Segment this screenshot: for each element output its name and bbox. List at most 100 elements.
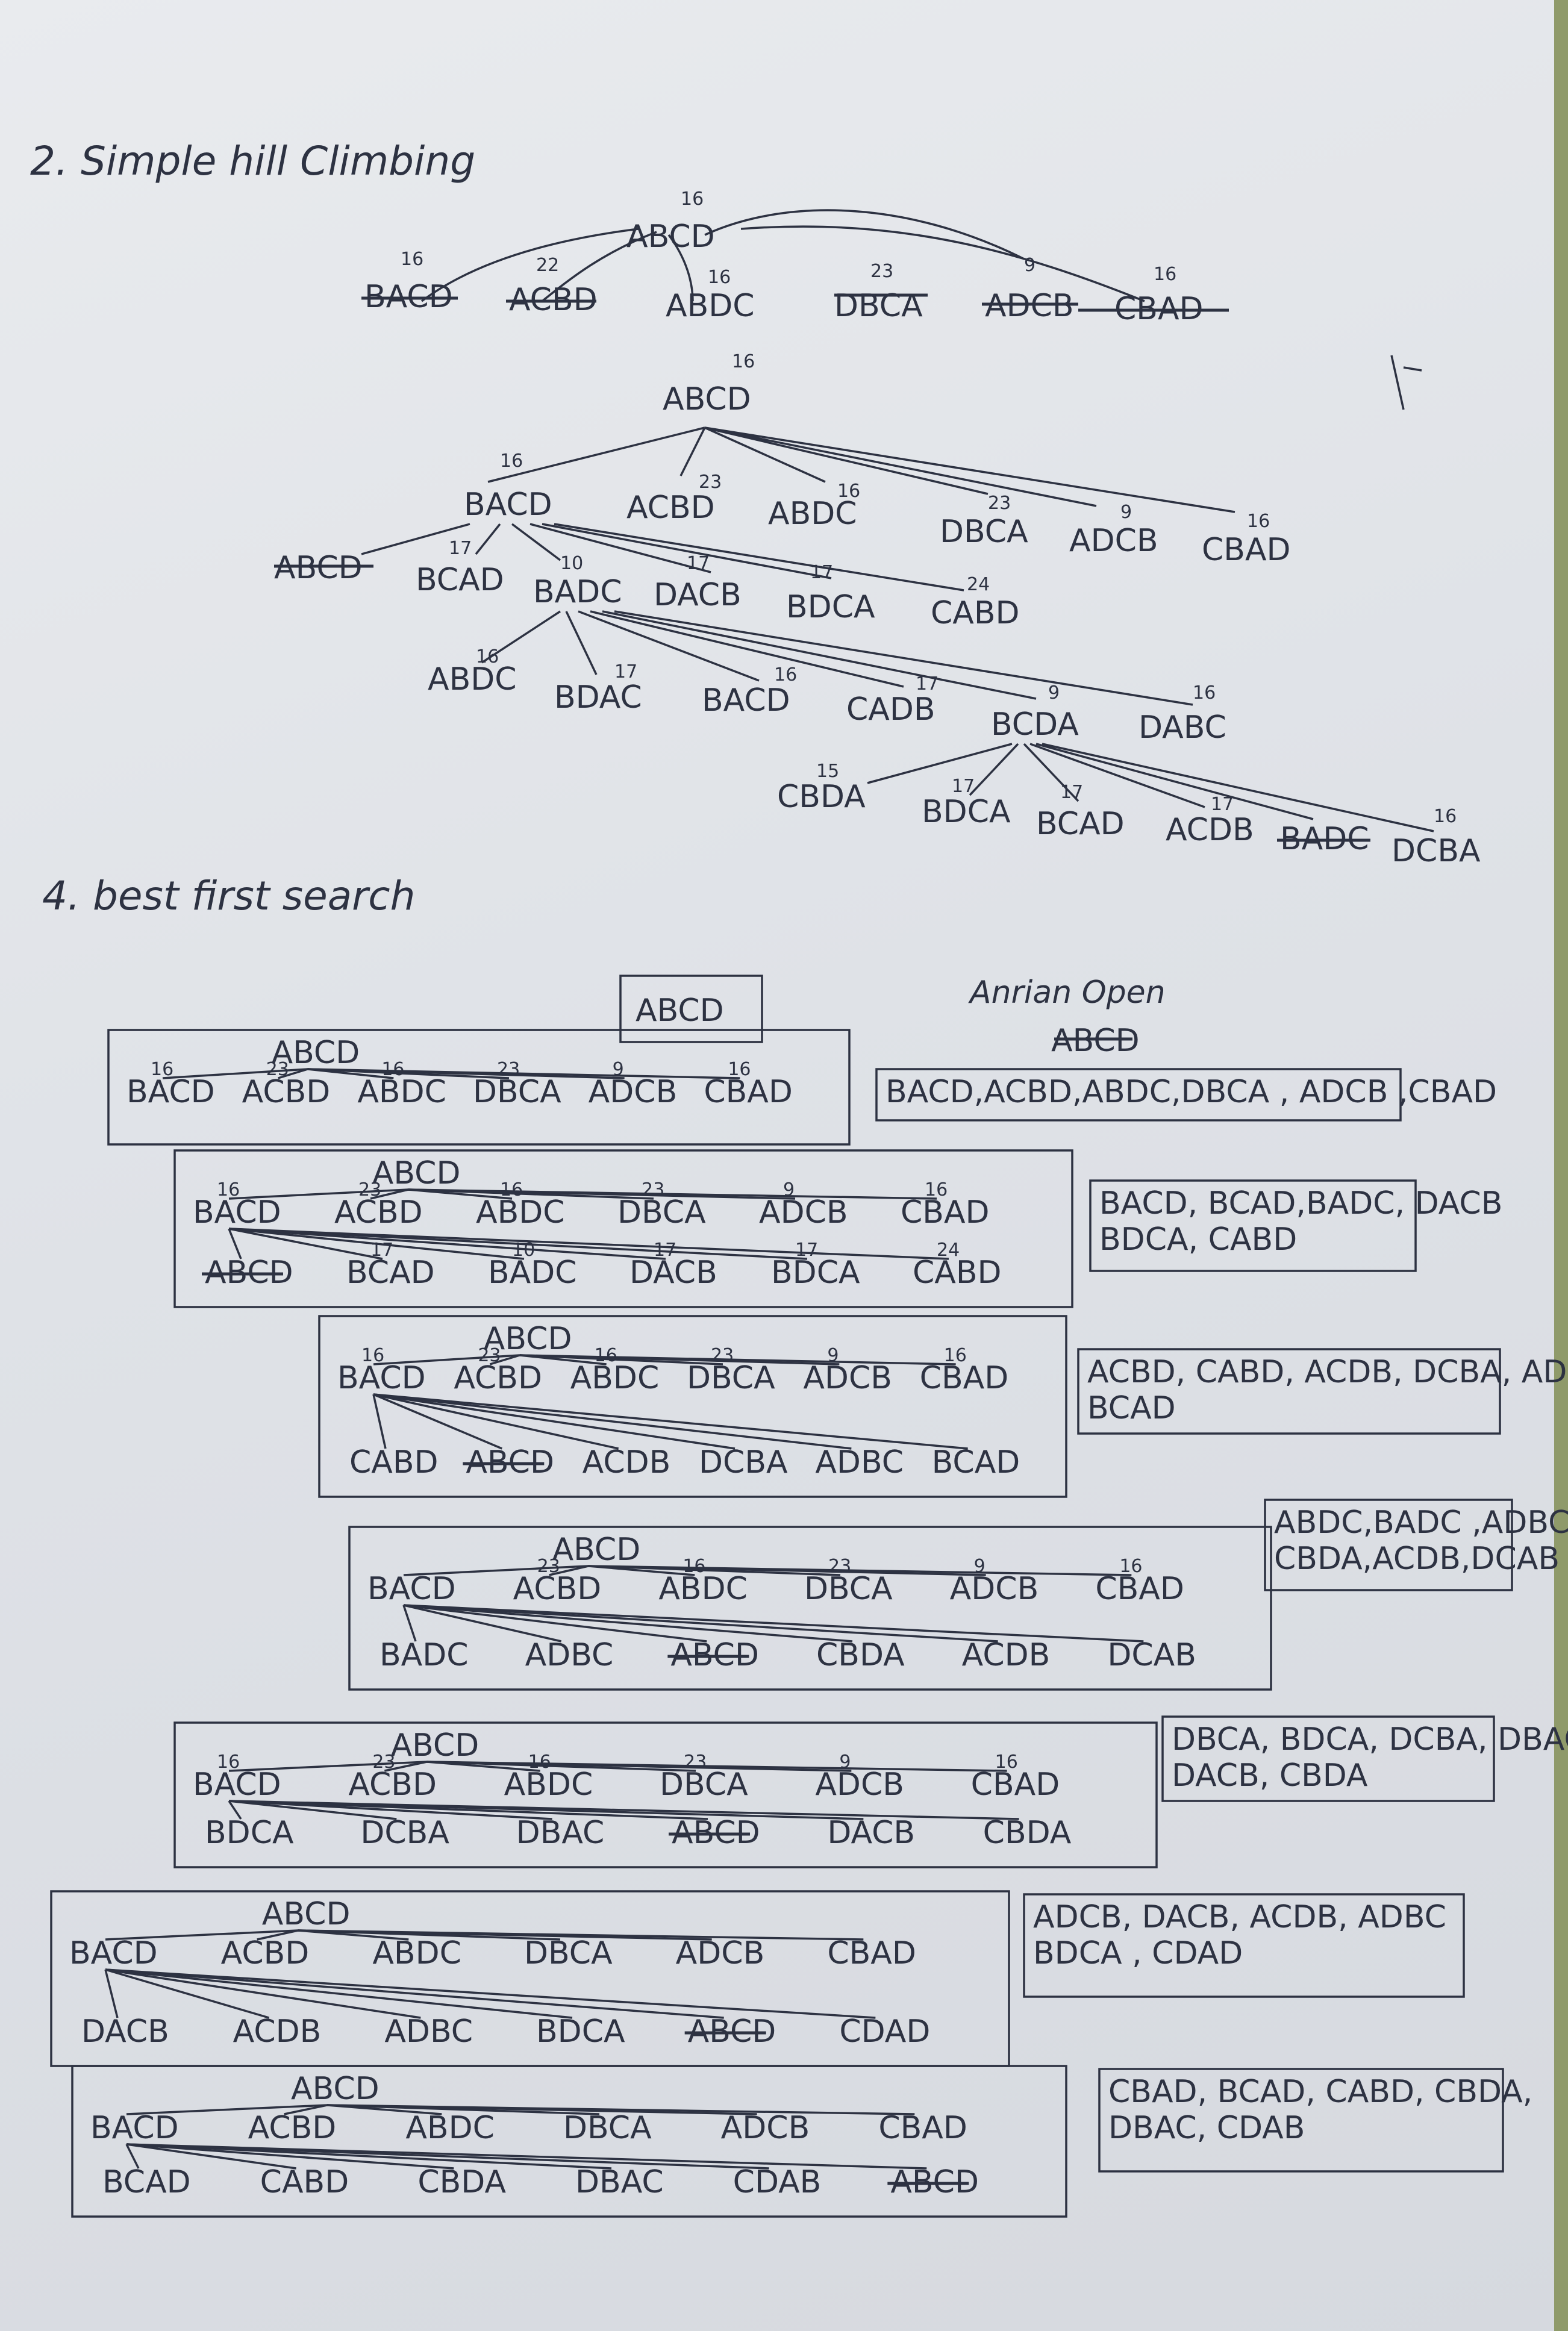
score-label: 16 <box>1193 682 1216 704</box>
node-label: ABCD <box>274 550 363 586</box>
hc-row0: 16 ABCD 16 BACD 22 ACBD 16 ABDC 23 DBCA … <box>361 189 1229 327</box>
bfs-step-box <box>71 2065 1067 2218</box>
bfs-root: ABCD <box>272 1035 360 1071</box>
bfs-node: ADBC <box>815 1444 904 1481</box>
bfs-node: CBAD <box>827 1935 916 1971</box>
bfs-step-box <box>318 1315 1067 1498</box>
open-list-text: BDCA , CDAD <box>1033 1935 1243 1971</box>
score-label: 17 <box>795 1240 818 1261</box>
root-node: ABCD <box>663 381 751 417</box>
bfs-step-box <box>173 1721 1158 1868</box>
score-label: 15 <box>816 761 839 782</box>
bfs-node: CBAD <box>901 1194 990 1231</box>
node-label: BDCA <box>786 589 875 625</box>
bfs-node: ACBD <box>242 1074 331 1110</box>
bfs-root: ABCD <box>291 2071 380 2107</box>
score-label: 23 <box>358 1179 381 1200</box>
node-label: DBCA <box>834 288 923 324</box>
score-label: 9 <box>1120 502 1132 523</box>
bfs-node: BACD <box>367 1571 456 1607</box>
bfs-node: DACB <box>827 1815 915 1851</box>
score-label: 23 <box>372 1752 395 1773</box>
bfs-node: ABDC <box>658 1571 748 1607</box>
bfs-node: ACDB <box>583 1444 671 1481</box>
node-label: ADCB <box>985 288 1074 324</box>
open-list-box <box>1161 1715 1495 1802</box>
node-label: BDAC <box>554 679 642 716</box>
bfs-node: ABDC <box>504 1767 593 1803</box>
score-label: 17 <box>614 661 637 682</box>
score-label: 9 <box>1024 255 1035 276</box>
node-label: ADCB <box>1069 523 1158 559</box>
bfs-node: ACBD <box>454 1360 542 1396</box>
open-list-text: BACD,ACBD,ABDC,DBCA , ADCB ,CBAD <box>886 1074 1497 1110</box>
score-label: 23 <box>478 1345 501 1366</box>
node-label: ACDB <box>1166 812 1254 848</box>
bfs-root: ABCD <box>484 1321 572 1357</box>
bfs-node: DBCA <box>687 1360 775 1396</box>
bfs-node: DACB <box>81 2014 169 2050</box>
open-list-text: ADCB, DACB, ACDB, ADBC <box>1033 1899 1446 1935</box>
root-box <box>619 975 763 1043</box>
bfs-node: ACDB <box>233 2014 322 2050</box>
bfs-node: DBCA <box>524 1935 613 1971</box>
bfs-node: CBAD <box>704 1074 793 1110</box>
section-title-hill-climbing: 2. Simple hill Climbing <box>30 138 475 184</box>
bfs-root: ABCD <box>372 1155 461 1191</box>
bfs-node: BCAD <box>346 1255 435 1291</box>
bfs-node: CBAD <box>1095 1571 1184 1607</box>
node-label: ACBD <box>626 490 715 526</box>
score-label: 16 <box>708 267 731 288</box>
open-list-box <box>1264 1499 1513 1591</box>
bfs-node: DBAC <box>575 2164 664 2200</box>
score-label: 16 <box>401 249 423 270</box>
bfs-node: CBDA <box>417 2164 506 2200</box>
bfs-node: CABD <box>349 1444 439 1481</box>
bfs-node: CBAD <box>971 1767 1060 1803</box>
bfs-node: DBCA <box>804 1571 893 1607</box>
bfs-node: ABDC <box>405 2110 495 2146</box>
bfs-node: BACD <box>69 1935 158 1971</box>
score-label: 17 <box>810 562 833 583</box>
bfs-node: ACBD <box>221 1935 310 1971</box>
score-label: 16 <box>681 189 704 210</box>
bfs-node: DBCA <box>473 1074 561 1110</box>
bfs-node: DCBA <box>360 1815 449 1851</box>
score-label: 16 <box>361 1345 384 1366</box>
node-label: DABC <box>1139 710 1226 746</box>
bfs-node: BCAD <box>102 2164 191 2200</box>
open-list-text: ABDC,BADC ,ADBC <box>1274 1505 1568 1541</box>
bfs-node: ADCB <box>803 1360 892 1396</box>
score-label: 23 <box>988 493 1011 514</box>
bfs-node: BADC <box>488 1255 577 1291</box>
bfs-node: BDCA <box>536 2014 625 2050</box>
score-label: 16 <box>500 451 523 472</box>
score-label: 17 <box>449 538 472 559</box>
score-label: 23 <box>699 472 722 493</box>
node-label: DACB <box>654 577 742 613</box>
open-list-text: ACBD, CABD, ACDB, DCBA, ADBC <box>1087 1354 1568 1390</box>
node-label: CADB <box>846 691 935 728</box>
open-list-text: BDCA, CABD <box>1099 1222 1297 1258</box>
score-label: 16 <box>528 1752 551 1773</box>
score-label: 17 <box>952 776 975 797</box>
open-list-text: CBAD, BCAD, CABD, CBDA, <box>1108 2074 1532 2110</box>
score-label: 10 <box>560 553 583 574</box>
bfs-node: ADCB <box>589 1074 678 1110</box>
bfs-node: ABDC <box>357 1074 446 1110</box>
bfs-node: CDAD <box>839 2014 930 2050</box>
bfs-root: ABCD <box>552 1532 641 1568</box>
node-label: BACD <box>464 487 552 523</box>
open-list-box <box>1023 1893 1465 1998</box>
score-label: 17 <box>916 673 939 694</box>
open-list-box <box>1098 2068 1504 2173</box>
score-label: 23 <box>497 1059 520 1080</box>
bfs-node: BACD <box>193 1767 281 1803</box>
bfs-step-box <box>348 1526 1272 1691</box>
score-label: 17 <box>687 553 710 574</box>
open-list-text: CBDA,ACDB,DCAB <box>1274 1541 1560 1577</box>
bfs-node: CBDA <box>816 1637 905 1673</box>
bfs-node: ACBD <box>348 1767 437 1803</box>
